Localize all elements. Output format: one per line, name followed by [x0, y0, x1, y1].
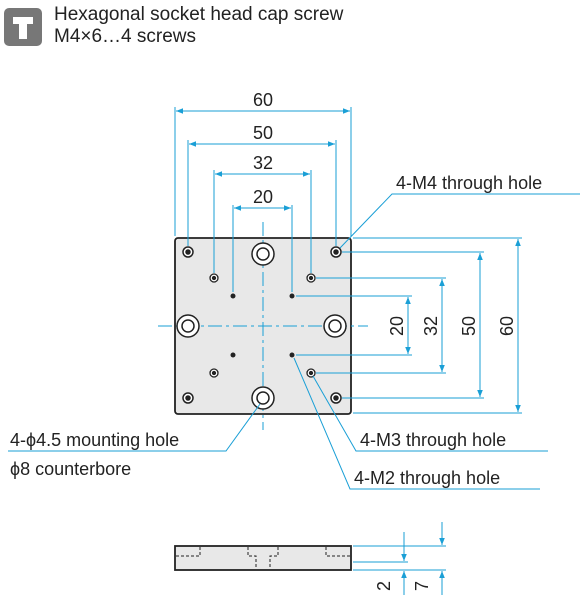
mounting-hole: [323, 314, 347, 338]
callout-leaders: [8, 193, 580, 490]
plate-side-view: [174, 545, 352, 571]
side-view-hidden-holes: [176, 547, 350, 569]
screw-info-icon: [4, 8, 42, 46]
dim-height-50: 50: [459, 316, 479, 336]
dim-height-32: 32: [421, 316, 441, 336]
dim-thickness-2: 2: [374, 581, 394, 591]
dim-width-20: 20: [253, 187, 273, 207]
m2-holes: [230, 293, 295, 358]
m3-holes: [209, 273, 316, 378]
header-title: Hexagonal socket head cap screw: [54, 4, 344, 25]
vertical-dimensions: [296, 237, 522, 414]
dim-height-60: 60: [497, 316, 517, 336]
dim-width-50: 50: [253, 123, 273, 143]
dim-width-60: 60: [253, 90, 273, 110]
callout-m4: 4-M4 through hole: [396, 173, 542, 193]
mounting-hole: [251, 386, 275, 410]
dim-thickness-7: 7: [412, 581, 432, 591]
m4-holes: [182, 246, 342, 404]
mounting-hole: [251, 242, 275, 266]
callout-m3: 4-M3 through hole: [360, 430, 506, 450]
callout-m2: 4-M2 through hole: [354, 468, 500, 488]
dim-width-32: 32: [253, 153, 273, 173]
header-subtitle: M4×6…4 screws: [54, 26, 197, 47]
mounting-holes: [176, 242, 347, 410]
mounting-hole: [176, 314, 200, 338]
header: Hexagonal socket head cap screw M4×6…4 s…: [4, 2, 564, 54]
horizontal-dimensions: [174, 107, 352, 292]
callout-counterbore: ϕ8 counterbore: [10, 459, 131, 479]
dim-height-20: 20: [387, 316, 407, 336]
callout-mounting: 4-ϕ4.5 mounting hole: [10, 430, 179, 450]
side-dimensions: [353, 522, 446, 595]
